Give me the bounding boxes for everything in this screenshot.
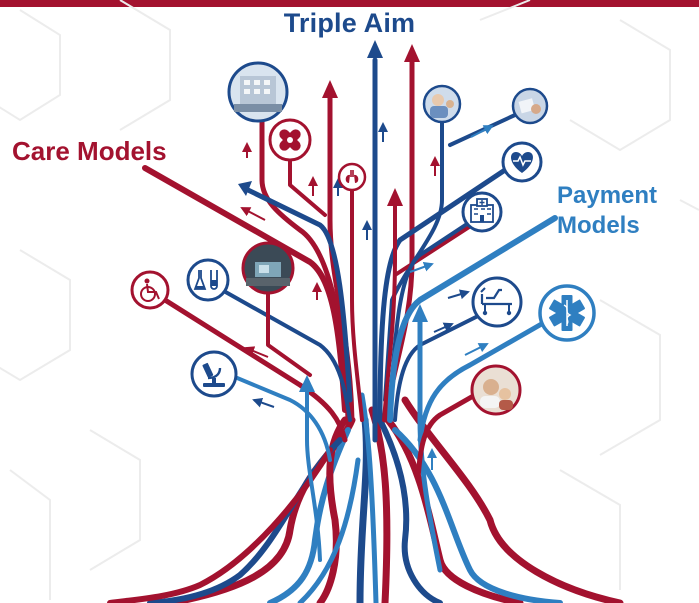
bandage-cross-icon	[268, 118, 312, 162]
doctor-patient-photo-icon	[422, 84, 462, 124]
payment-models-label-line2: Models	[557, 212, 640, 239]
wheelchair-icon	[130, 270, 170, 310]
direction-arrows	[240, 122, 494, 470]
doctor-child-photo-icon	[470, 364, 522, 416]
hospital-icon	[461, 191, 503, 233]
hospital-bed-icon	[471, 276, 523, 328]
medical-chart-photo-icon	[511, 87, 549, 125]
tree-trunk	[107, 392, 624, 603]
diagram-title: Triple Aim	[283, 8, 416, 38]
payment-models-label-line1: Payment	[557, 182, 658, 209]
hospital-building-photo-icon	[227, 61, 289, 123]
medical-device-photo-icon	[241, 241, 295, 295]
care-models-label: Care Models	[12, 136, 167, 166]
lungs-icon	[337, 162, 367, 192]
star-of-life-icon	[538, 284, 596, 342]
payment-models-label: Payment Models	[557, 181, 657, 241]
heart-monitor-icon	[501, 141, 543, 183]
lab-flasks-icon	[186, 258, 230, 302]
tree-branches	[142, 57, 558, 573]
top-banner-bar	[0, 0, 699, 7]
microscope-icon	[190, 350, 238, 398]
